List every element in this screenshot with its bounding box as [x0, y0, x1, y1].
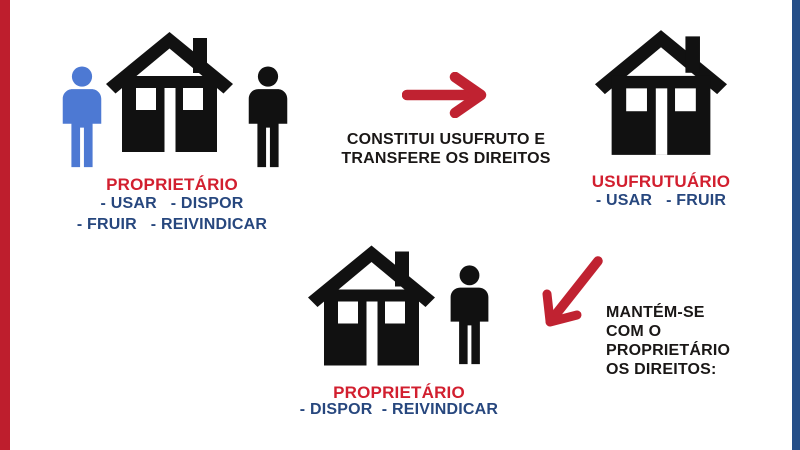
owner-after-group: PROPRIETÁRIO - DISPOR - REIVINDICAR: [260, 230, 540, 430]
usufructuary-title: USUFRUTUÁRIO: [591, 172, 731, 191]
transfer-caption-line1: CONSTITUI USUFRUTO E: [346, 131, 546, 148]
retained-group: MANTÉM-SE COM O PROPRIETÁRIO OS DIREITOS…: [530, 240, 790, 400]
person-icon: [242, 64, 294, 170]
owner-before-group: PROPRIETÁRIO - USAR - DISPOR - FRUIR - R…: [0, 0, 330, 240]
owner-before-title: PROPRIETÁRIO: [106, 175, 238, 194]
owner-after-title: PROPRIETÁRIO: [333, 383, 465, 402]
usufructuary-group: USUFRUTUÁRIO - USAR - FRUIR: [530, 0, 792, 230]
house-icon: [106, 31, 233, 152]
retained-caption-line4: OS DIREITOS:: [606, 361, 717, 378]
owner-before-rights-line1: - USAR - DISPOR: [100, 195, 244, 212]
house-icon: [595, 29, 727, 155]
blue-person-icon: [56, 64, 108, 170]
retained-caption-line2: COM O: [606, 323, 662, 340]
retained-caption-line1: MANTÉM-SE: [606, 304, 705, 321]
transfer-caption-line2: TRANSFERE OS DIREITOS: [341, 150, 551, 167]
left-accent-bar: [0, 0, 10, 450]
retained-caption-line3: PROPRIETÁRIO: [606, 342, 731, 359]
owner-before-rights-line2: - FRUIR - REIVINDICAR: [76, 216, 268, 233]
transfer-group: CONSTITUI USUFRUTO E TRANSFERE OS DIREIT…: [330, 50, 560, 180]
arrow-right-icon: [402, 72, 488, 118]
owner-after-rights-line1: - DISPOR - REIVINDICAR: [299, 401, 499, 418]
house-icon: [308, 243, 435, 367]
arrow-down-left-icon: [541, 256, 605, 332]
usufructuary-rights-line1: - USAR - FRUIR: [595, 192, 727, 209]
right-accent-bar: [792, 0, 800, 450]
person-icon: [444, 263, 495, 367]
